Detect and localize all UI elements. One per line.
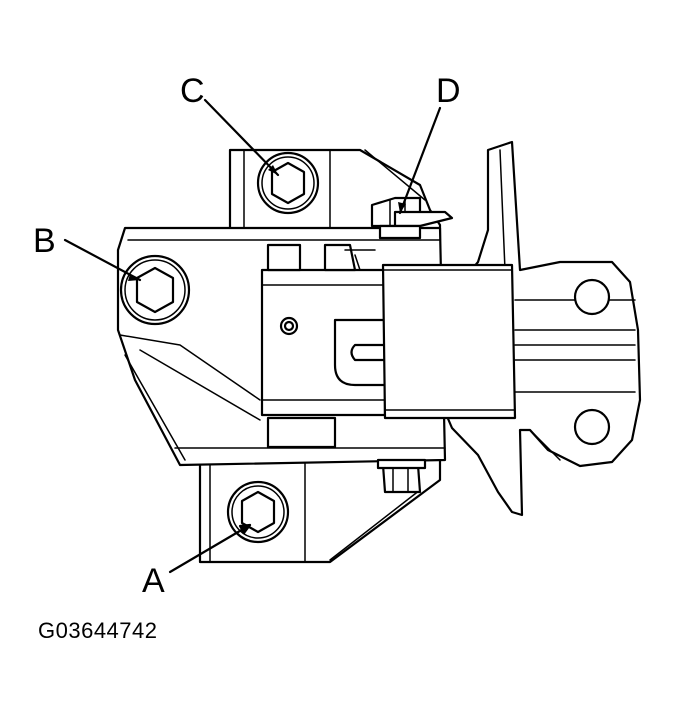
leader-d (398, 106, 442, 215)
bolt-b (119, 254, 191, 326)
sensor-housing (260, 243, 390, 449)
bolt-d (370, 196, 454, 240)
bolt-c (256, 151, 320, 215)
lower-nut (376, 458, 427, 494)
leader-c (203, 98, 280, 177)
leader-a (168, 523, 252, 574)
figure-id: G03644742 (38, 618, 158, 643)
mount-hole-lower (573, 408, 611, 446)
housing-port-inner (283, 320, 295, 332)
mount-hole-upper (573, 278, 611, 316)
right-mount-plate (438, 140, 642, 517)
callout-c: C (180, 72, 205, 110)
connector-block (381, 263, 517, 420)
leader-b (63, 238, 142, 282)
callout-d: D (436, 72, 461, 110)
leader-lines (63, 98, 442, 574)
callout-b: B (33, 222, 56, 260)
callout-a: A (142, 562, 165, 600)
